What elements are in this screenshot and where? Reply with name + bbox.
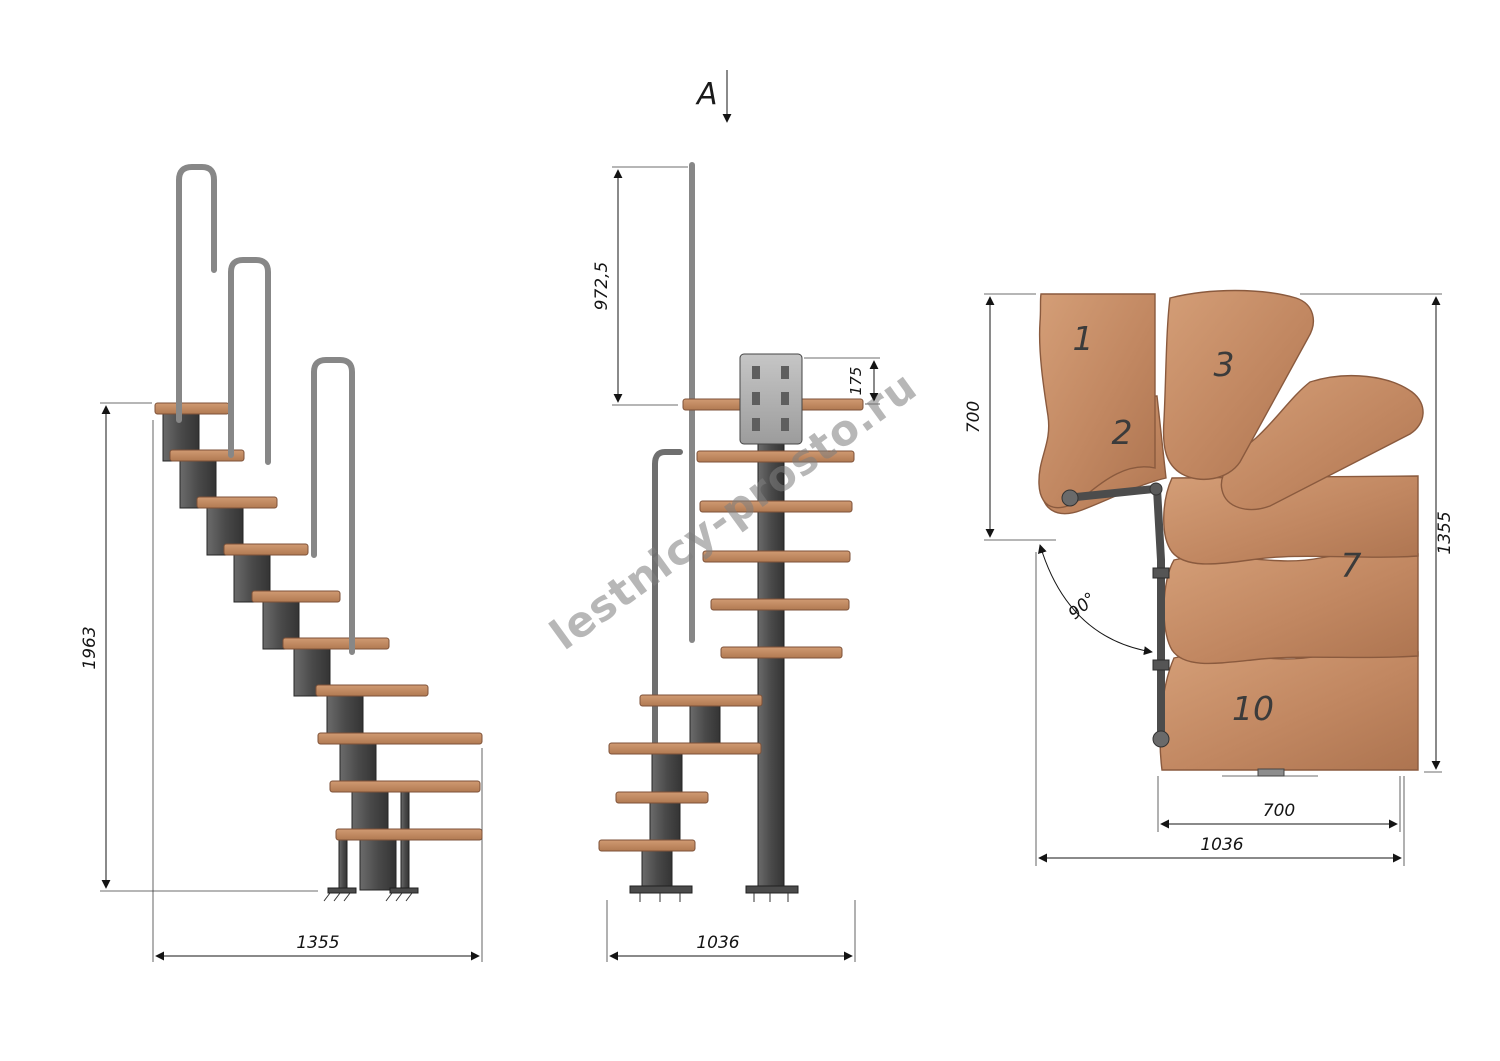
support-leg (338, 839, 348, 891)
plan-angle-label: 90° (1065, 589, 1101, 624)
front-rail-height-label: 972,5 (592, 262, 612, 311)
stair-tread (639, 694, 763, 707)
base-foot (389, 887, 419, 894)
plan-run-width-dimension: 700 (1157, 776, 1401, 832)
stair-tread (154, 402, 230, 415)
rail-bracket (1152, 567, 1170, 579)
stair-tread (251, 590, 341, 603)
stair-tread (315, 684, 429, 697)
plan-tread-10 (1159, 651, 1419, 771)
stair-tread (329, 780, 481, 793)
plan-angle-dimension: 90° (1038, 544, 1153, 656)
side-height-dimension: 1963 (80, 402, 318, 892)
rail-bracket (1152, 659, 1170, 671)
support-leg (400, 791, 410, 891)
stair-module (689, 705, 721, 749)
mounting-plate (739, 353, 803, 445)
rail-elbow (1149, 482, 1163, 496)
newel-cap (1152, 730, 1170, 748)
handrail-loop-2 (228, 257, 271, 465)
plan-total-width-label: 1036 (1200, 835, 1243, 855)
plan-depth-label: 700 (964, 401, 984, 433)
ground-hatch (323, 892, 413, 902)
tread-number-3: 3 (1214, 345, 1235, 384)
stair-tread (720, 646, 843, 659)
plan-tread-1 (1038, 293, 1156, 509)
stair-module (641, 850, 673, 890)
base-foot (327, 887, 357, 894)
plan-run-width-label: 700 (1263, 801, 1295, 821)
stair-tread (223, 543, 309, 556)
tread-number-2: 2 (1112, 413, 1133, 452)
plan-handrail (1061, 482, 1170, 748)
stair-module (359, 839, 397, 891)
stair-tread (702, 550, 851, 563)
section-label: A (695, 77, 718, 112)
plan-tread-8 (1163, 553, 1419, 665)
front-handrail-lower (652, 449, 683, 751)
stair-tread (196, 496, 278, 509)
front-view: A 972,5 (592, 70, 880, 962)
side-width-label: 1355 (296, 933, 339, 953)
stair-tread (699, 500, 853, 513)
stair-module (649, 802, 681, 846)
side-view: 1963 1355 (80, 164, 483, 962)
stair-tread (615, 791, 709, 804)
front-plate-label: 175 (847, 367, 865, 396)
newel-cap (1061, 489, 1079, 507)
stair-tread (710, 598, 850, 611)
stair-tread (335, 828, 483, 841)
plan-view: 1 2 3 7 10 700 1355 90° (964, 289, 1455, 866)
plan-base-mark (1222, 768, 1318, 777)
plan-tread-5 (1220, 374, 1424, 511)
base-foot (629, 885, 693, 894)
stair-tread (317, 732, 483, 745)
handrail-loop-3 (311, 357, 355, 655)
front-plate-dimension: 175 (804, 357, 880, 405)
front-rail-height-dimension: 972,5 (592, 166, 688, 406)
side-width-dimension: 1355 (152, 420, 483, 962)
front-width-label: 1036 (696, 933, 739, 953)
tread-number-1: 1 (1073, 319, 1094, 358)
section-mark: A (695, 70, 732, 123)
plan-tread-3 (1162, 289, 1315, 481)
stair-module (651, 753, 683, 797)
handrail-loop-1 (176, 164, 217, 423)
front-width-dimension: 1036 (606, 900, 856, 962)
plan-depth-dimension: 700 (964, 293, 1056, 541)
anchor-bolts (639, 893, 789, 902)
tread-number-10: 10 (1232, 689, 1274, 728)
base-foot (745, 885, 799, 894)
stair-tread (608, 742, 762, 755)
side-height-label: 1963 (80, 626, 100, 669)
plan-height-label: 1355 (1435, 511, 1455, 554)
tread-number-7: 7 (1341, 546, 1362, 585)
plan-height-dimension: 1355 (1300, 293, 1455, 773)
stair-tread (169, 449, 245, 462)
plan-total-width-dimension: 1036 (1035, 552, 1405, 866)
stair-tread (282, 637, 390, 650)
stair-tread (598, 839, 696, 852)
stair-tread (696, 450, 855, 463)
